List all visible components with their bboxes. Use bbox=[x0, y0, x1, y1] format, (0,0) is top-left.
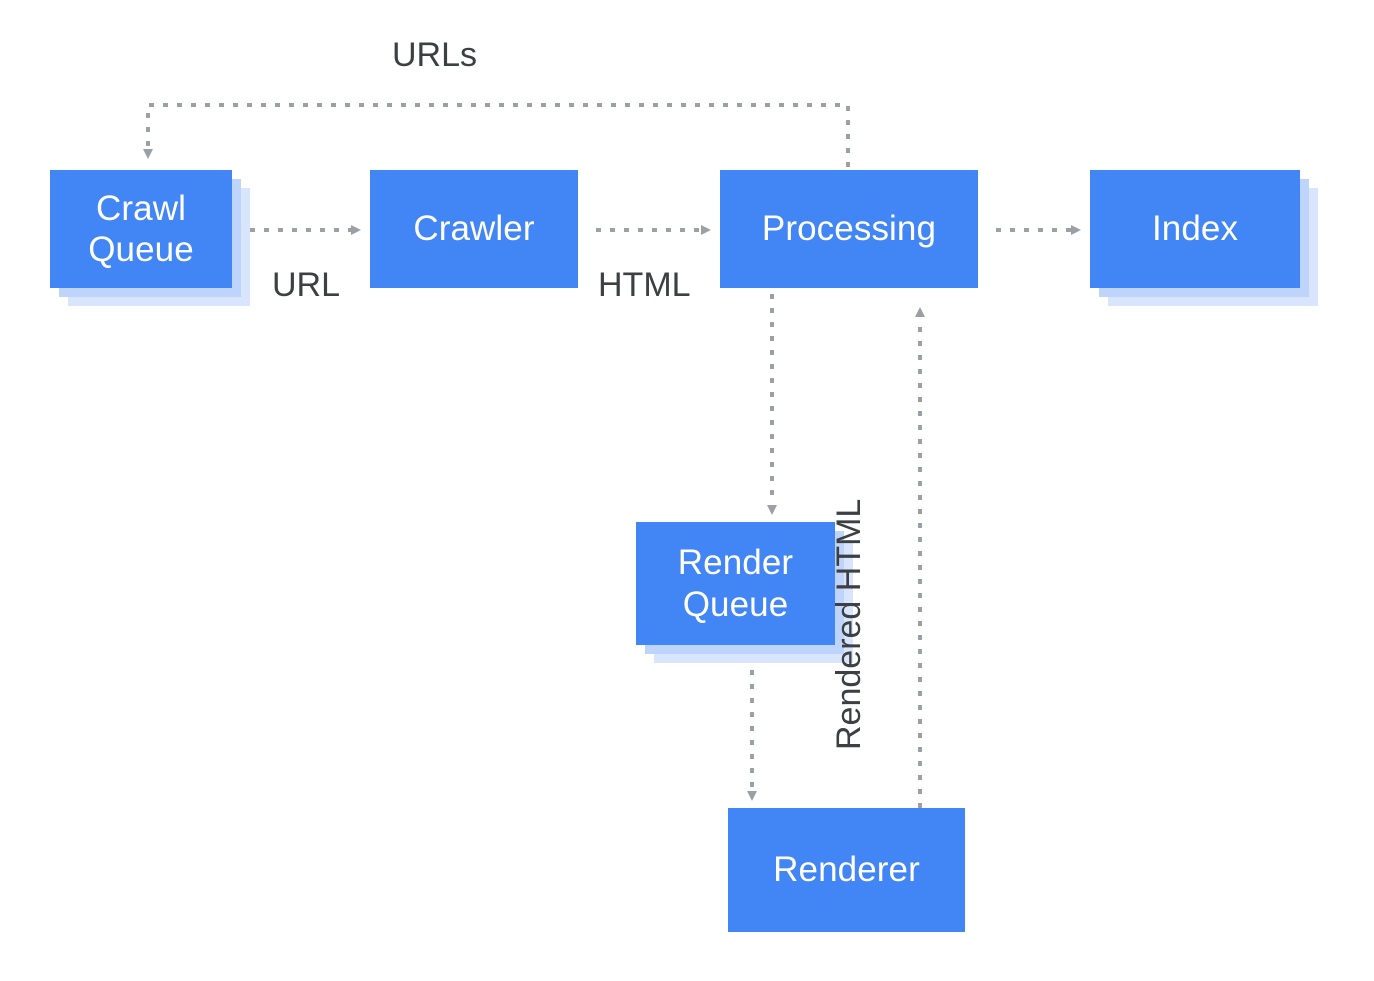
node-label-crawl-queue: Crawl Queue bbox=[88, 188, 194, 269]
node-label-crawler: Crawler bbox=[413, 209, 535, 249]
edge-label-urls: URLs bbox=[392, 36, 478, 74]
renderer-face: Renderer bbox=[728, 808, 965, 932]
render-queue-face: Render Queue bbox=[636, 522, 835, 645]
node-label-processing: Processing bbox=[761, 209, 937, 249]
edge-label-rendered-html: Rendered HTML bbox=[830, 498, 868, 750]
node-processing[interactable]: Processing bbox=[720, 170, 978, 288]
node-crawl-queue[interactable]: Crawl Queue bbox=[50, 170, 250, 306]
crawler-face: Crawler bbox=[370, 170, 578, 288]
node-label-render-queue: Render Queue bbox=[677, 543, 794, 624]
edge-label-html: HTML bbox=[598, 266, 691, 304]
processing-face: Processing bbox=[720, 170, 978, 288]
edge-urls-path bbox=[143, 103, 850, 167]
node-label-index: Index bbox=[1151, 209, 1239, 249]
crawl-queue-face: Crawl Queue bbox=[50, 170, 232, 288]
node-renderer[interactable]: Renderer bbox=[728, 808, 965, 932]
node-crawler[interactable]: Crawler bbox=[370, 170, 578, 288]
node-index[interactable]: Index bbox=[1090, 170, 1318, 306]
index-face: Index bbox=[1090, 170, 1300, 288]
node-label-renderer: Renderer bbox=[773, 850, 920, 890]
node-render-queue[interactable]: Render Queue bbox=[636, 522, 853, 663]
edge-label-url: URL bbox=[272, 266, 341, 304]
